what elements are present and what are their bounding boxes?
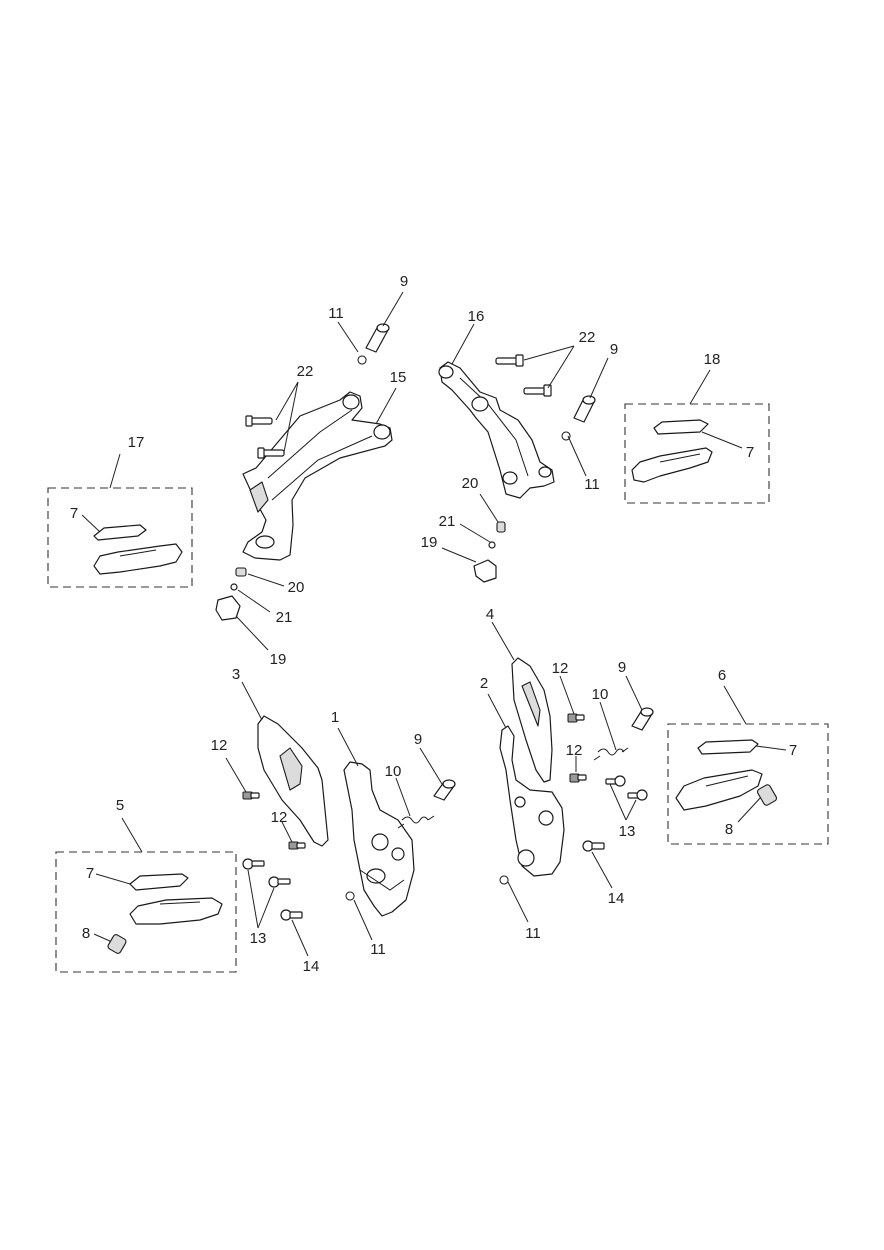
callout-12: 12 [211,737,228,754]
spring-10-left [397,815,435,829]
footrest-hanger-right [499,725,565,877]
callout-13: 13 [619,823,636,840]
bolt-12-a [242,791,260,800]
bolt-12-b [288,841,306,850]
bolt-22-c [495,354,524,367]
callout-18: 18 [704,351,721,368]
callout-21: 21 [276,609,293,626]
pin-9-bottom-left [433,779,456,801]
rear-hanger-right [439,361,555,499]
bolt-13-d [627,789,648,801]
detent-19-left [215,595,241,621]
callout-22: 22 [579,329,596,346]
bolt-12-d [569,773,587,783]
footrest-rubber-7-bottom-left [129,873,189,891]
eclip-11-bottom-left [345,891,355,901]
callout-9: 9 [414,731,422,748]
callout-6: 6 [718,667,726,684]
callout-2: 2 [480,675,488,692]
callout-12: 12 [271,809,288,826]
callout-7: 7 [746,444,754,461]
callout-9: 9 [618,659,626,676]
top-right-assembly: 16 22 9 18 7 11 20 21 19 [421,308,770,583]
callout-20: 20 [462,475,479,492]
callout-9: 9 [400,273,408,290]
callout-11: 11 [525,925,541,942]
bolt-12-c [567,713,585,723]
bolt-13-a [242,858,265,870]
footrest-18 [631,447,713,483]
bolt-14-left [280,909,303,921]
rear-hanger-left [242,391,393,561]
callout-19: 19 [270,651,287,668]
callout-12: 12 [552,660,569,677]
callout-10: 10 [592,686,609,703]
callout-8: 8 [82,925,90,942]
bolt-13-b [268,876,291,888]
callout-10: 10 [385,763,402,780]
footrest-rubber-7-bottom-right [697,739,759,755]
top-left-assembly: 9 11 22 15 17 7 20 21 19 [47,273,408,668]
bottom-right-assembly: 4 2 12 9 10 12 6 7 13 8 14 11 [480,606,829,942]
ball-21-left [230,583,238,591]
eclip-11-bottom-right [499,875,509,885]
callout-11: 11 [584,476,600,493]
kit-box-5 [55,851,237,973]
callout-7: 7 [86,865,94,882]
kit-box-6 [667,723,829,845]
callout-20: 20 [288,579,305,596]
bolt-13-c [605,775,626,787]
kit-box-18 [624,403,770,504]
footrest-17 [93,543,183,575]
pin-9-bottom-right [631,707,654,731]
bolt-14-right [582,840,605,852]
bottom-left-assembly: 3 1 12 10 9 12 5 7 8 13 14 11 [55,666,456,975]
callout-11: 11 [328,305,344,322]
footrest-6 [675,769,763,811]
callout-9: 9 [610,341,618,358]
eclip-11-top-left [357,355,367,365]
eclip-11-top-right [561,431,571,441]
spring-20-left [235,567,247,577]
callout-7: 7 [789,742,797,759]
ball-21-right [488,541,496,549]
callout-21: 21 [439,513,456,530]
detent-19-right [473,559,497,583]
bolt-8-left [107,934,127,954]
callout-5: 5 [116,797,124,814]
callout-15: 15 [390,369,407,386]
spring-10-right [593,747,629,761]
footrest-rubber-7-right [653,419,709,435]
callout-14: 14 [303,958,320,975]
callout-17: 17 [128,434,145,451]
callout-19: 19 [421,534,438,551]
callout-3: 3 [232,666,240,683]
pin-9-top-left [365,323,390,353]
spring-20-right [496,521,506,533]
callout-12: 12 [566,742,583,759]
callout-4: 4 [486,606,494,623]
footrest-rubber-7-left [93,524,147,541]
callout-7: 7 [70,505,78,522]
heel-guard-right [511,657,553,783]
bolt-22-d [523,384,552,397]
callout-8: 8 [725,821,733,838]
bolt-22-a [245,415,273,427]
bolt-8-right [756,784,778,806]
callout-11: 11 [370,941,386,958]
kit-box-17 [47,487,193,588]
callout-14: 14 [608,890,625,907]
callout-1: 1 [331,709,339,726]
bolt-22-b [257,447,285,459]
pin-9-top-right [573,395,596,423]
callout-22: 22 [297,363,314,380]
footrest-5 [129,897,223,925]
callout-16: 16 [468,308,485,325]
callout-13: 13 [250,930,267,947]
